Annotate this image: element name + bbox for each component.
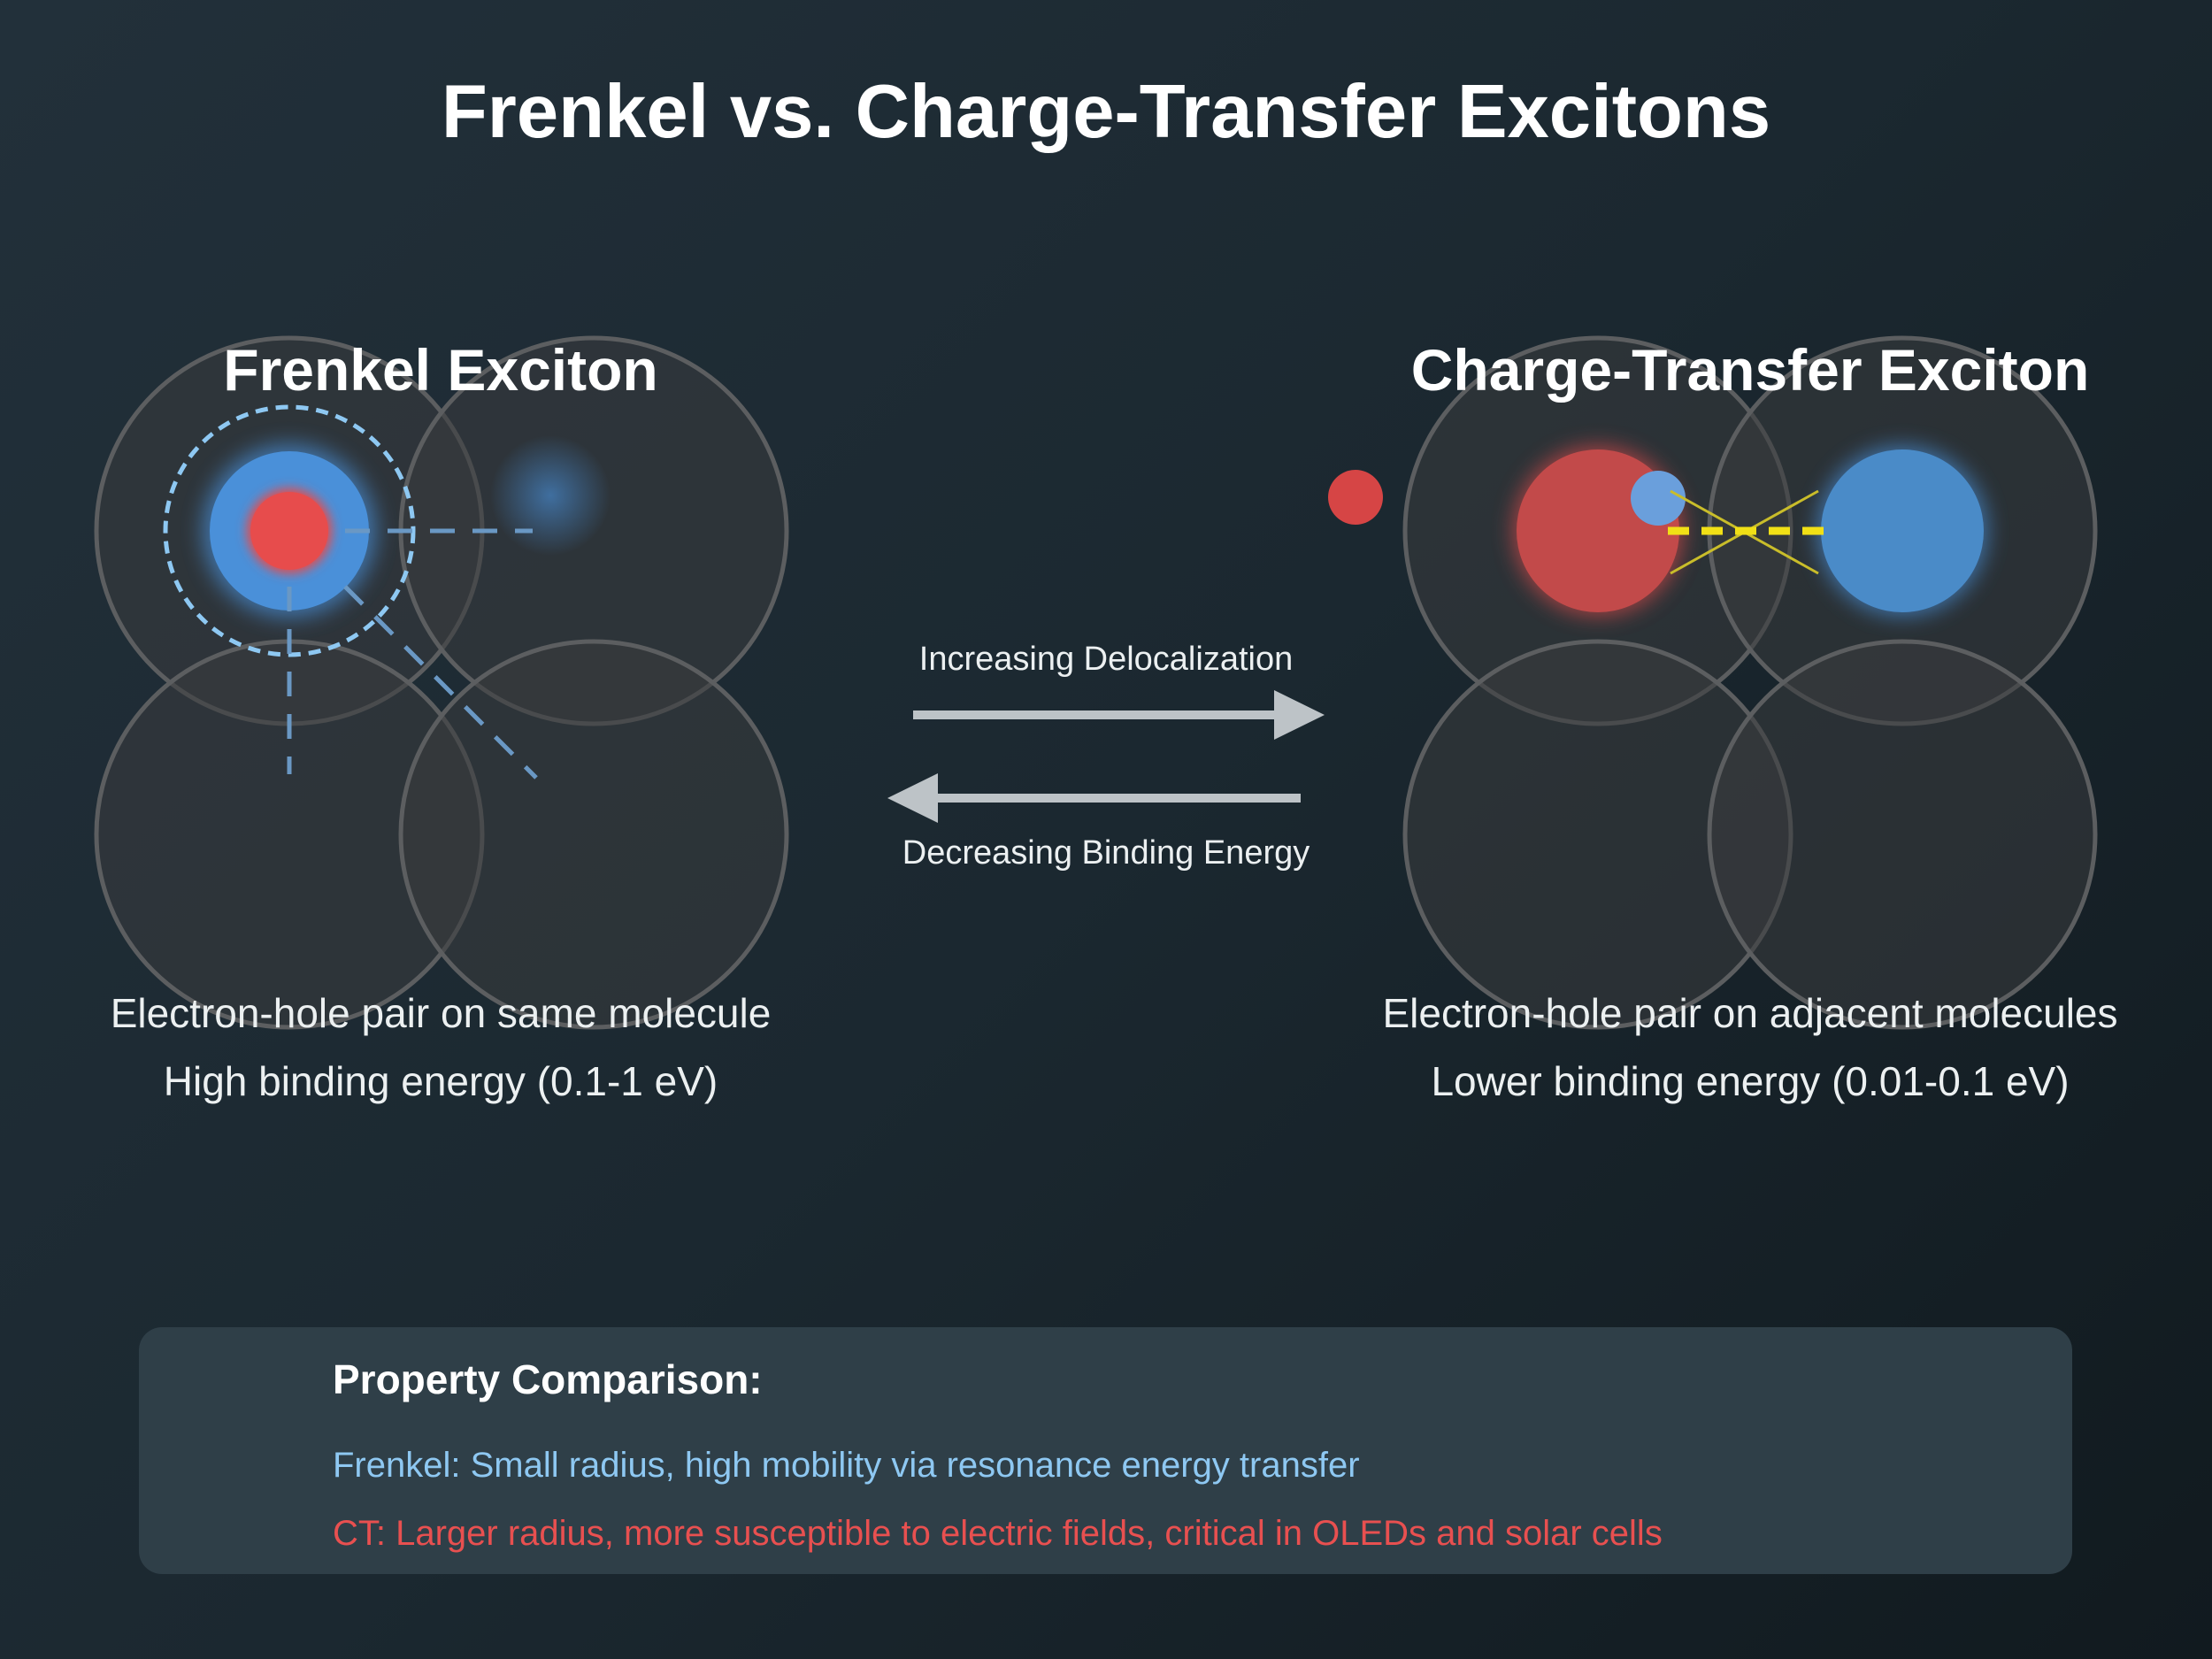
ct-molecule-bottom-right [1707, 639, 2098, 1030]
comparison-frenkel-line: Frenkel: Small radius, high mobility via… [333, 1446, 1360, 1485]
comparison-ct-line: CT: Larger radius, more susceptible to e… [333, 1514, 1663, 1553]
ct-small-electron [1631, 471, 1686, 526]
frenkel-description-binding: High binding energy (0.1-1 eV) [163, 1058, 718, 1104]
forward-arrow-label: Increasing Delocalization [918, 641, 1294, 678]
ct-description-binding: Lower binding energy (0.01-0.1 eV) [1431, 1058, 2070, 1104]
frenkel-description-structure: Electron-hole pair on same molecule [110, 990, 772, 1036]
frenkel-exciton-radius [163, 404, 416, 657]
frenkel-hole-core [250, 492, 328, 570]
transition-arrows [887, 690, 1325, 823]
backward-arrow-head [887, 773, 938, 823]
frenkel-molecule-bottom-right [398, 639, 789, 1030]
backward-arrow-label: Decreasing Binding Energy [902, 834, 1310, 872]
forward-arrow-head [1274, 690, 1325, 740]
ct-description-structure: Electron-hole pair on adjacent molecules [1382, 990, 2118, 1036]
ct-free-hole [1328, 470, 1383, 525]
frenkel-transfer-path-diagonal [343, 585, 538, 780]
ct-molecule-lattice [1402, 335, 2098, 1030]
frenkel-exciton [163, 404, 611, 780]
ct-electron [1821, 449, 1984, 612]
ct-exciton [1328, 446, 1987, 616]
frenkel-heading: Frenkel Exciton [223, 337, 658, 403]
ct-heading: Charge-Transfer Exciton [1410, 337, 2090, 403]
page-title: Frenkel vs. Charge-Transfer Excitons [441, 70, 1771, 154]
comparison-panel [139, 1327, 2072, 1574]
comparison-title: Property Comparison: [333, 1356, 763, 1402]
frenkel-neighbor-excitation [490, 435, 611, 556]
